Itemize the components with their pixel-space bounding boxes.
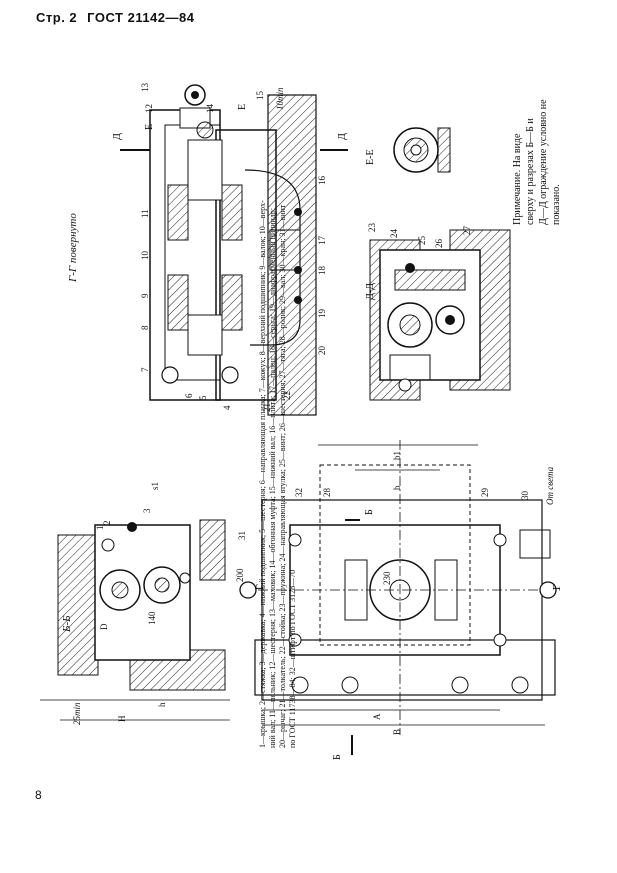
callout-24: 24 [389, 229, 399, 239]
callout-18: 18 [317, 266, 327, 276]
dim-10min: 10min [275, 87, 285, 110]
dim-A: A [372, 713, 382, 720]
callout-11: 11 [140, 209, 150, 218]
callout-32: 32 [294, 488, 304, 497]
callout-17: 17 [317, 236, 327, 246]
note-line-2: сверху и разрезах Б—Б и [525, 118, 536, 225]
callout-8: 8 [140, 325, 150, 330]
page-header: Стр. 2 ГОСТ 21142—84 [36, 10, 194, 25]
callout-6: 6 [184, 393, 194, 398]
section-ee-title: Е-Е [365, 149, 376, 165]
callout-12: 12 [144, 104, 154, 113]
dim-H: H [117, 715, 127, 722]
section-mark-b-top: Б [364, 509, 375, 515]
dim-h: h [157, 702, 167, 707]
dim-s1: s1 [150, 482, 160, 490]
dim-B: B [392, 729, 402, 735]
callout-7: 7 [140, 367, 150, 372]
dim-140: 140 [147, 611, 157, 625]
section-mark-g-right: Г [552, 584, 563, 590]
standard-number: ГОСТ 21142—84 [87, 10, 195, 25]
callout-13: 13 [140, 83, 150, 93]
section-mark-e-left: Е [144, 124, 155, 130]
legend-line-4: по ГОСТ 11738—84; 32—штифт по ГОСТ 3128—… [288, 570, 297, 748]
page-number: 8 [35, 788, 42, 802]
section-ee-view [393, 127, 451, 173]
dim-b: b [392, 485, 402, 490]
page-label: Стр. 2 [36, 10, 78, 25]
plan-view [239, 440, 560, 755]
callout-3: 3 [142, 508, 152, 513]
legend-block: 1—крышка; 2—стяжка; 3—державка; 4—нижний… [258, 200, 297, 748]
note-line-4: показано. [551, 184, 562, 225]
note-line-3: Д—Д ограждение условно не [538, 99, 549, 225]
callout-22: 22 [282, 391, 292, 400]
callout-1: 1 [95, 526, 105, 531]
callout-27: 27 [462, 226, 472, 236]
legend-line-1: 1—крышка; 2—стяжка; 3—державка; 4—нижний… [258, 200, 267, 748]
section-bb-view [40, 519, 230, 721]
section-dd-title: Д-Д [365, 283, 376, 300]
callout-4: 4 [222, 405, 232, 410]
callout-26: 26 [434, 239, 444, 249]
callout-19: 19 [317, 309, 327, 319]
section-mark-d-left: Д [112, 133, 123, 140]
section-dd-view [369, 229, 511, 401]
note-block: Примечание. На виде сверху и разрезах Б—… [512, 99, 562, 225]
section-mark-d-right: Д [337, 133, 348, 140]
callout-2: 2 [102, 521, 112, 526]
callout-20: 20 [317, 346, 327, 356]
dim-b1: b1 [392, 451, 402, 460]
note-line-1: Примечание. На виде [512, 133, 523, 225]
callout-31: 31 [237, 531, 247, 540]
legend-line-2: ний вал; 11—пяльник; 12—шестерня; 13—мах… [268, 208, 277, 748]
callout-16: 16 [317, 176, 327, 186]
section-bb-title: Б-Б [61, 615, 73, 633]
callout-10: 10 [140, 251, 150, 261]
callout-9: 9 [140, 293, 150, 298]
section-mark-g-left: Г [255, 584, 266, 590]
callout-30: 30 [520, 491, 530, 501]
section-gg-view [120, 84, 348, 416]
callout-15: 15 [255, 91, 265, 101]
dim-D: D [99, 623, 109, 630]
from-light-label: От света [545, 466, 555, 505]
callout-28: 28 [322, 488, 332, 498]
legend-line-3: 20—рычаг; 21—толкатель; 22—стойка; 23—пр… [278, 204, 287, 748]
callouts-top: 13 12 14 15 16 17 18 19 20 21 22 11 10 9… [140, 83, 327, 413]
callout-5: 5 [198, 395, 208, 400]
callout-29: 29 [480, 488, 490, 498]
dim-200: 200 [235, 568, 245, 582]
dim-25min: 25min [72, 702, 82, 725]
callout-23: 23 [367, 223, 377, 233]
callout-25: 25 [417, 236, 427, 246]
section-mark-b-bottom: Б [332, 754, 343, 760]
callout-21: 21 [262, 403, 272, 412]
section-gg-title: Г-Г повернуто [67, 213, 79, 283]
callout-14: 14 [205, 104, 215, 114]
dim-230: 230 [382, 571, 392, 585]
section-mark-e-right: Е [237, 104, 248, 110]
